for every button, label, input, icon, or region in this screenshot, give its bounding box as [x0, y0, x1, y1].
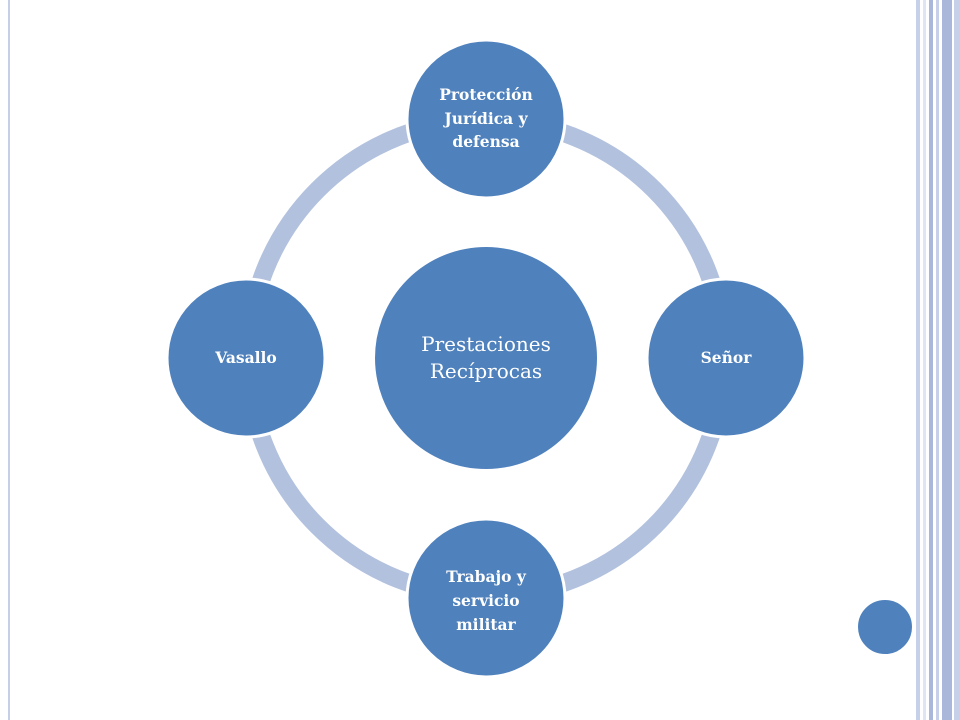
node-left-label: Vasallo — [214, 348, 277, 367]
node-top-line-3: defensa — [452, 132, 519, 151]
node-right-label: Señor — [701, 348, 753, 367]
decorative-bar — [936, 0, 939, 720]
decorative-dot — [856, 598, 914, 656]
decorative-bar — [942, 0, 952, 720]
node-bottom-line-1: Trabajo y — [446, 567, 527, 586]
center-label-line-1: Prestaciones — [421, 332, 551, 356]
node-bottom: Trabajo y servicio militar — [405, 517, 567, 679]
center-node: Prestaciones Recíprocas — [373, 245, 599, 471]
decorative-bar — [916, 0, 920, 720]
node-bottom-line-3: militar — [456, 615, 516, 634]
decorative-bar — [923, 0, 926, 720]
node-right: Señor — [645, 277, 807, 439]
node-top-line-1: Protección — [439, 85, 533, 104]
node-bottom-line-2: servicio — [452, 591, 519, 610]
node-left: Vasallo — [165, 277, 327, 439]
node-top: Protección Jurídica y defensa — [405, 38, 567, 200]
center-label-line-2: Recíprocas — [430, 359, 542, 383]
node-top-line-2: Jurídica y — [442, 109, 528, 128]
decorative-bar — [929, 0, 933, 720]
decorative-bar — [954, 0, 960, 720]
slide-left-border — [8, 0, 10, 720]
